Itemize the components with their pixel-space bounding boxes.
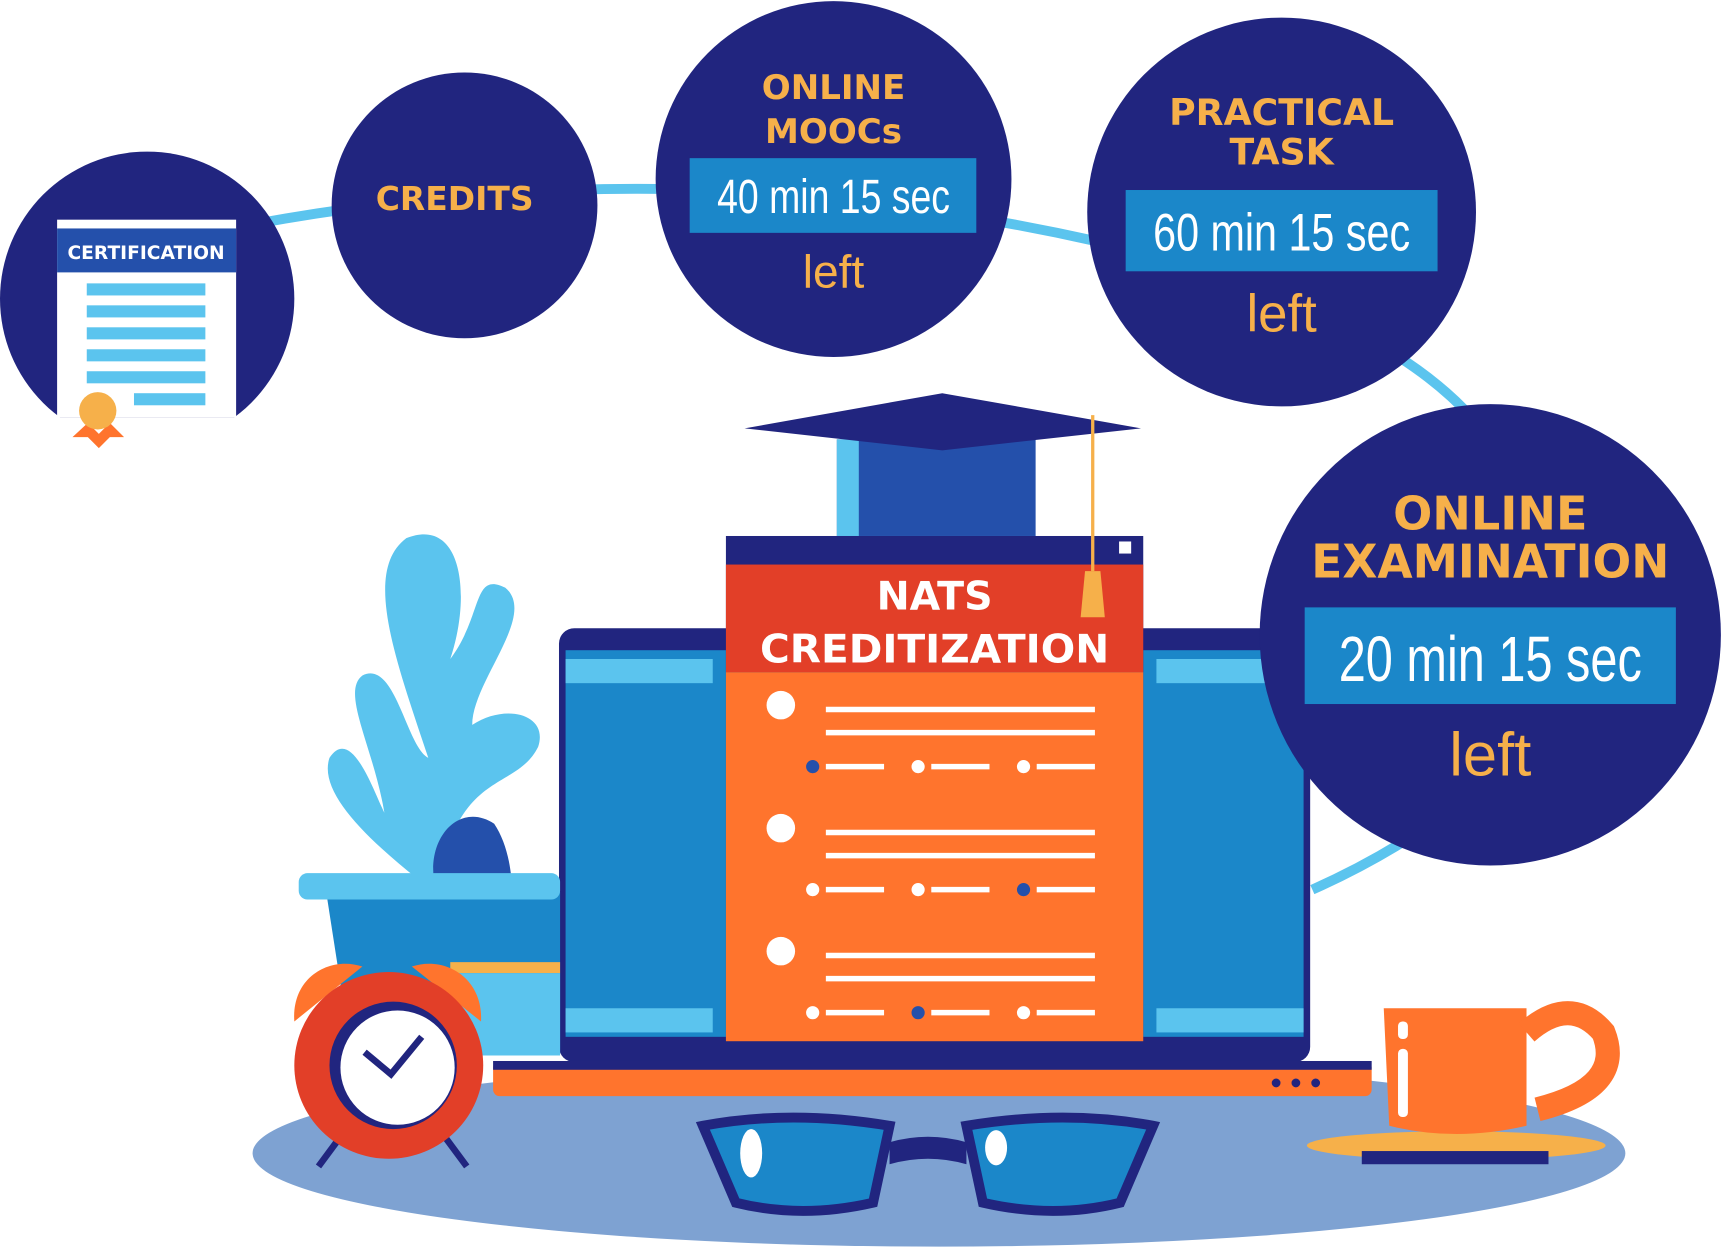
- moocs-title-1: ONLINE: [762, 68, 905, 108]
- exam-timer: 20 min 15 sec: [1339, 624, 1642, 695]
- credits-node: CREDITS: [331, 72, 598, 339]
- coffee-cup-icon: [1306, 1001, 1620, 1165]
- credits-label: CREDITS: [376, 179, 534, 218]
- exam-timer-box: [1304, 607, 1676, 705]
- certification-label: CERTIFICATION: [67, 243, 224, 264]
- screen-title-2: CREDITIZATION: [760, 626, 1109, 672]
- creditization-document: NATS CREDITIZATION: [725, 535, 1144, 1042]
- exam-title-2: EXAMINATION: [1311, 535, 1669, 589]
- practical-left: left: [1246, 285, 1317, 344]
- exam-node: ONLINE EXAMINATION 20 min 15 sec left: [1259, 404, 1721, 866]
- practical-timer-box: [1125, 190, 1438, 272]
- potted-plant: [298, 534, 561, 1056]
- glasses-icon: [695, 1112, 1161, 1216]
- practical-node: PRACTICAL TASK 60 min 15 sec left: [1087, 17, 1476, 407]
- alarm-clock-icon: [294, 963, 484, 1169]
- moocs-timer-box: [689, 158, 977, 233]
- certification-node: CERTIFICATION: [0, 151, 297, 484]
- exam-left: left: [1449, 720, 1531, 789]
- screen-title-1: NATS: [877, 574, 993, 620]
- practical-title-2: TASK: [1230, 131, 1336, 174]
- moocs-left: left: [803, 246, 865, 298]
- practical-title-1: PRACTICAL: [1169, 91, 1394, 134]
- practical-timer: 60 min 15 sec: [1153, 203, 1410, 262]
- moocs-node: ONLINE MOOCs 40 min 15 sec left: [655, 1, 1012, 357]
- award-ribbon-icon: [72, 392, 125, 449]
- exam-title-1: ONLINE: [1393, 486, 1587, 540]
- moocs-timer: 40 min 15 sec: [717, 170, 950, 224]
- moocs-title-2: MOOCs: [765, 112, 902, 152]
- graduation-cap-icon: [744, 393, 1142, 618]
